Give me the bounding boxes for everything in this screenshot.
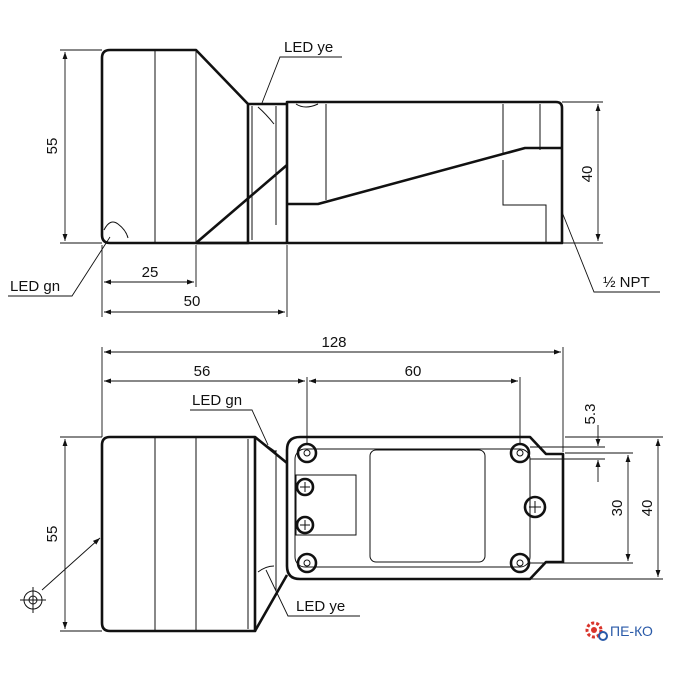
mounting-hole-br [509,552,531,574]
brand-logo: ПЕ-КО [585,621,653,641]
label-led-ye-bottom: LED ye [296,598,345,615]
terminal-screw-2 [295,515,315,535]
housing-inner [294,448,531,568]
housing-outline-bottom [285,435,565,581]
label-npt: ½ NPT [603,274,650,291]
dim-label-55-bottom: 55 [44,526,61,543]
dim-label-55-top: 55 [44,138,61,155]
sensing-direction-arrow [41,537,101,591]
top-view: 55 40 25 50 LED ye LED gn ½ NPT [8,39,660,317]
label-led-ye-top: LED ye [284,39,333,56]
sensing-face-symbol-icon [20,587,46,613]
mounting-hole-tl [296,442,318,464]
ground-screw [523,495,547,519]
label-led-gn-top: LED gn [10,278,60,295]
dim-label-25: 25 [142,264,159,281]
terminal-screw-1 [295,477,315,497]
label-window [369,449,486,563]
logo-text: ПЕ-КО [610,623,653,639]
housing-outline [285,100,564,245]
led-ye-window [257,106,275,125]
leader-led-ye-bottom [265,569,360,617]
mounting-hole-tr [509,442,531,464]
mounting-hole-bl [296,552,318,574]
dim-label-50: 50 [184,293,201,310]
gear-icon [585,621,608,641]
cone-bottom-edges [253,435,289,632]
cone-facets [251,106,277,240]
leader-npt [561,211,660,293]
led-gn-window-bottom [257,439,277,453]
dim-label-128: 128 [321,334,346,351]
dim-label-60: 60 [405,363,422,380]
leader-led-gn-top [8,236,111,297]
housing-notch [295,103,319,108]
led-ye-window-bottom [257,565,275,573]
dim-label-30: 30 [609,500,626,517]
label-led-gn-bottom: LED gn [192,392,242,409]
cone-bottom-facets [247,439,277,629]
housing-line-3 [502,160,547,243]
led-gn-window [103,221,129,239]
bottom-view: 128 56 60 5.3 30 40 55 [20,334,663,633]
dim-label-5-3: 5.3 [582,404,599,425]
leader-led-gn-bottom [190,409,269,446]
terminal-block [295,474,357,536]
sensor-head-outline [100,48,250,245]
dim-label-40-top: 40 [579,166,596,183]
cone-edge [195,164,288,244]
dim-label-56: 56 [194,363,211,380]
dim-label-40-bottom: 40 [639,500,656,517]
housing-step [287,146,562,206]
sensor-head-outline-bottom [100,435,257,633]
leader-led-ye-top [261,56,342,104]
